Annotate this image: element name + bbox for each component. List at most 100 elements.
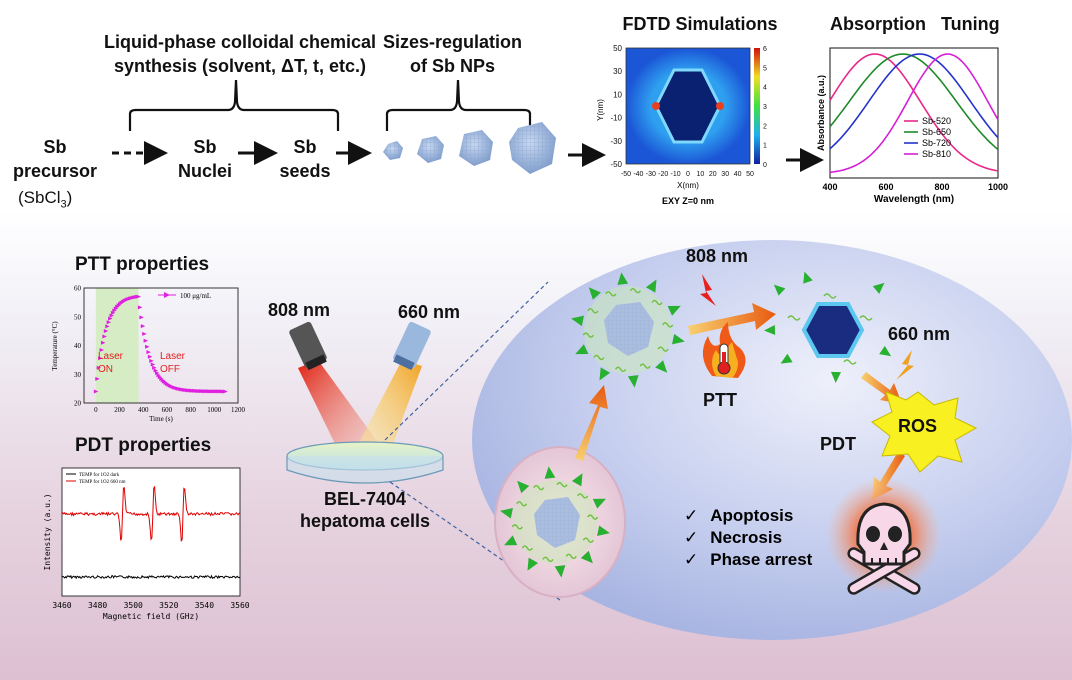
ptt-data-point — [154, 371, 160, 376]
polymer-strand — [511, 524, 523, 530]
ptt-data-point — [100, 340, 106, 345]
ptt-data-point — [223, 389, 228, 394]
fdtd-title: FDTD Simulations — [622, 14, 778, 34]
released-ligand-spike — [780, 353, 793, 364]
targeting-ligand-spike — [575, 344, 589, 355]
released-polymer-strand — [823, 293, 837, 299]
fdtd-x-tick: 0 — [686, 171, 690, 178]
ptt-data-point — [149, 358, 154, 363]
lightning-660-icon — [896, 350, 914, 380]
np-large — [459, 130, 493, 166]
released-polymer-strand — [859, 315, 873, 321]
absorption-frame — [829, 47, 999, 179]
fdtd-y-tick: 30 — [613, 67, 622, 76]
targeting-ligand-spike — [571, 315, 584, 327]
fdtd-x-tick: -40 — [633, 171, 643, 178]
fdtd-colorbar-tick: 0 — [763, 162, 767, 169]
np-xlarge — [509, 122, 556, 174]
ptt-data-point — [110, 310, 116, 315]
synthesis-line2: synthesis (solvent, ΔT, t, etc.) — [114, 56, 366, 76]
released-ligand-spike — [773, 284, 786, 296]
sizes-line1: Sizes-regulation — [382, 32, 523, 52]
laser-660-device — [393, 321, 431, 371]
fdtd-x-tick: -20 — [658, 171, 668, 178]
ptt-data-point — [93, 389, 99, 394]
sb-nanoparticles — [383, 122, 556, 174]
pdt-legend-label: TEMP for 1O2 dark — [79, 473, 120, 478]
targeting-ligand-spike — [599, 367, 611, 381]
outcome-label: Necrosis — [710, 528, 783, 547]
ptt-data-point — [106, 320, 112, 325]
cells-line1: BEL-7404 — [323, 489, 407, 509]
ptt-data-point — [109, 313, 114, 318]
ptt-y-tick: 30 — [74, 371, 82, 379]
skull-icon — [847, 502, 921, 595]
ptt-legend-marker — [164, 292, 170, 298]
polymer-strand — [629, 288, 641, 294]
polymer-strand — [639, 363, 651, 369]
pdt-series-660nm — [61, 485, 241, 542]
fdtd-ylabel: Y(nm) — [596, 99, 605, 121]
fdtd-xlabel: X(nm) — [677, 181, 699, 190]
targeting-ligand-spike — [504, 535, 518, 546]
ptt-x-tick: 1200 — [231, 406, 246, 414]
np-small — [383, 141, 403, 160]
np-targeted — [584, 286, 672, 374]
np-heated — [801, 302, 865, 358]
absorption-legend-label: Sb-520 — [922, 116, 951, 126]
polymer-strand — [587, 514, 599, 520]
fdtd-x-tick: -30 — [646, 171, 656, 178]
ptt-laser-off-line2: OFF — [160, 364, 180, 375]
mech-660-label: 660 nm — [888, 324, 951, 344]
targeting-ligand-spike — [597, 525, 610, 537]
laser-808-device — [289, 321, 327, 371]
laser-808-label: 808 nm — [268, 300, 331, 320]
ptt-data-point — [102, 334, 107, 339]
targeting-ligand-spike — [627, 375, 639, 388]
ptt-ylabel: Temperature (°C) — [51, 321, 59, 371]
targeting-ligand-spike — [500, 507, 513, 519]
ptt-x-tick: 400 — [138, 406, 149, 414]
ptt-data-point — [108, 316, 113, 321]
beam-808 — [298, 360, 382, 454]
released-ligand-spike — [879, 345, 892, 357]
ptt-data-point — [140, 324, 146, 329]
released-polymer-strand — [843, 359, 857, 365]
targeting-ligand-spike — [592, 498, 606, 509]
fdtd-colorbar-tick: 6 — [763, 46, 767, 53]
targeting-ligand-spike — [672, 333, 685, 345]
outcome-phase-arrest: ✓Phase arrest — [684, 549, 812, 571]
targeting-ligand-spike — [517, 480, 530, 494]
absorption-series-line — [829, 53, 999, 172]
absorption-xlabel: Wavelength (nm) — [874, 194, 954, 205]
fdtd-colorbar-tick: 4 — [763, 85, 767, 92]
outcomes-list: ✓Apoptosis ✓Necrosis ✓Phase arrest — [684, 505, 812, 571]
ptt-x-tick: 0 — [94, 406, 98, 414]
fdtd-hotspot-right — [716, 102, 724, 110]
laser-660-label: 660 nm — [398, 302, 461, 322]
fdtd-y-tick: 10 — [613, 90, 622, 99]
lightning-808-icon — [700, 274, 716, 306]
ptt-x-tick: 1000 — [207, 406, 222, 414]
ptt-legend: 100 μg/mL — [180, 292, 211, 300]
ros-label: ROS — [898, 416, 938, 436]
ptt-data-point — [156, 373, 161, 378]
outcome-label: Phase arrest — [710, 550, 813, 569]
pdt-x-tick: 3460 — [52, 601, 71, 610]
sb-precursor-label: Sb precursor — [0, 135, 110, 183]
arrow-cell-to-np — [575, 385, 608, 461]
absorption-x-tick: 600 — [878, 182, 893, 192]
absorption-ylabel: Absorbance (a.u.) — [816, 75, 826, 151]
ptt-data-point — [137, 305, 143, 310]
petri-dish — [286, 441, 444, 484]
polymer-strand — [556, 481, 568, 488]
precursor-line1: Sb — [43, 137, 67, 157]
targeting-ligand-spike — [544, 466, 556, 479]
fdtd-y-tick: -50 — [610, 160, 622, 169]
fdtd-x-tick: 50 — [746, 171, 754, 178]
fdtd-x-tick: 40 — [734, 171, 742, 178]
fdtd-field-map — [625, 47, 751, 165]
